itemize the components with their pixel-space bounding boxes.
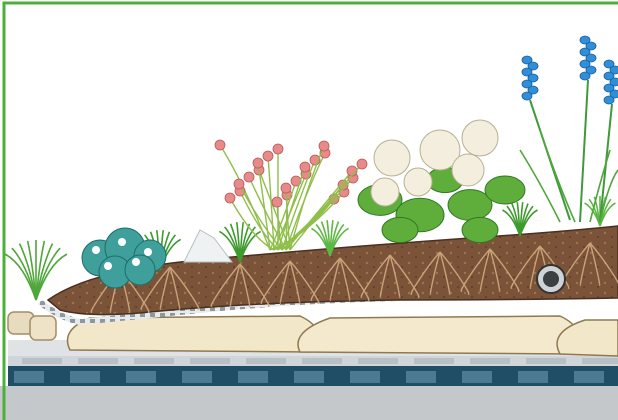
deck-block [238, 371, 268, 383]
shrub-flower [118, 238, 126, 246]
hydrangea-bloom [404, 168, 432, 196]
thrift-flower [244, 172, 254, 182]
deck-block [182, 371, 212, 383]
deck-block [126, 371, 156, 383]
thrift-flower [281, 183, 291, 193]
hydrangea-leaf [462, 217, 498, 242]
hyacinth-floret [604, 96, 614, 104]
thrift-flower [272, 197, 282, 207]
hydrangea-bloom [371, 178, 399, 206]
deck-slot [526, 358, 566, 364]
deck-slot [78, 358, 118, 364]
deck-block [14, 371, 44, 383]
thrift-flower [357, 159, 367, 169]
deck-block [350, 371, 380, 383]
drain-pipe [537, 265, 565, 293]
shrub-flower [132, 258, 140, 266]
deck-block [462, 371, 492, 383]
deck-slot [470, 358, 510, 364]
base-slab [0, 386, 618, 420]
hyacinth-floret [580, 72, 590, 80]
deck-block [70, 371, 100, 383]
hydrangea-bloom [452, 154, 484, 186]
deck-block [294, 371, 324, 383]
deck-slot [22, 358, 62, 364]
shrub-leaf-cluster [125, 255, 155, 285]
deck-slot [582, 358, 618, 364]
thrift-flower [273, 144, 283, 154]
hydrangea-bloom [374, 140, 410, 176]
deck-slot [358, 358, 398, 364]
hydrangea-bloom [462, 120, 498, 156]
deck-slot [190, 358, 230, 364]
deck-block [574, 371, 604, 383]
thrift-flower [319, 141, 329, 151]
deck-layer [8, 356, 618, 386]
hyacinth-floret [522, 92, 532, 100]
deck-slot [302, 358, 342, 364]
hydrangea-leaf [382, 217, 418, 242]
deck-block [518, 371, 548, 383]
shrub-flower [104, 262, 112, 270]
hydrangea-leaf [485, 176, 525, 204]
thrift-flower [225, 193, 235, 203]
shrub-flower [144, 248, 152, 256]
deck-slot [414, 358, 454, 364]
deck-block [406, 371, 436, 383]
substrate-layer [68, 316, 618, 356]
thrift-flower [253, 158, 263, 168]
shrub-flower [74, 258, 82, 266]
thrift-flower [300, 162, 310, 172]
deck-slot [246, 358, 286, 364]
deck-slot [134, 358, 174, 364]
shrub-flower [92, 246, 100, 254]
thrift-flower [263, 151, 273, 161]
thrift-flower [234, 179, 244, 189]
thrift-flower [215, 140, 225, 150]
